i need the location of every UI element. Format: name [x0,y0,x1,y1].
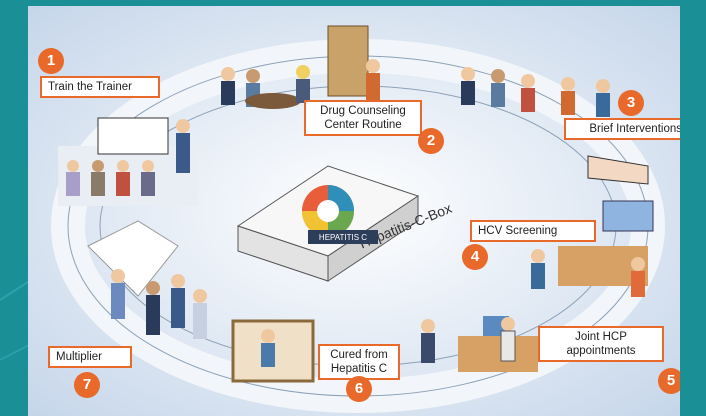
step-5-number: 5 [658,368,680,394]
step-2-number: 2 [418,128,444,154]
step-3-label: Brief Interventions [564,118,680,140]
step-6-number: 6 [346,376,372,402]
multiplier-scene [87,220,207,339]
cured-scene [231,319,315,383]
counseling-scene [221,25,380,109]
brief-interventions-scene [461,67,610,117]
step-7-number: 7 [74,372,100,398]
joint-hcp-scene [421,316,538,372]
hepatitis-c-cycle-illustration: Hepatitis-C-Box HEPATITIS C Train the Tr… [28,6,680,416]
step-3-number: 3 [618,90,644,116]
step-5-label: Joint HCP appointments [538,326,664,362]
step-1-number: 1 [38,48,64,74]
screening-scene [531,155,654,297]
step-2-label: Drug Counseling Center Routine [304,100,422,136]
cycle-scene [28,6,680,416]
step-6-label: Cured from Hepatitis C [318,344,400,380]
box-lid-text: HEPATITIS C [319,233,367,242]
step-4-label: HCV Screening [470,220,596,242]
step-7-label: Multiplier [48,346,132,368]
step-4-number: 4 [462,244,488,270]
step-1-label: Train the Trainer [40,76,160,98]
box-lid-band: HEPATITIS C [308,230,378,244]
training-scene [58,117,198,206]
